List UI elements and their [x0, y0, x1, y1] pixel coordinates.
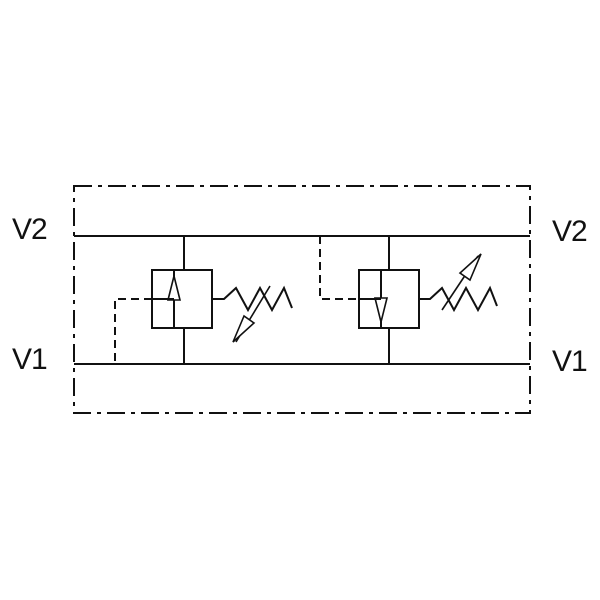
valve-left-arrowhead-icon: [168, 276, 180, 300]
port-label-v1-right: V1: [552, 345, 588, 378]
valve-right-spring-icon: [419, 288, 497, 310]
valve-left-adjust-arrowhead-icon: [233, 316, 254, 342]
valve-left: [115, 236, 292, 364]
valve-left-pilot-line: [115, 299, 152, 364]
valve-right-adjust-arrowhead-icon: [460, 254, 481, 280]
port-label-v2-right: V2: [552, 215, 588, 248]
valve-left-spring-icon: [212, 288, 292, 310]
valve-right-pilot-line: [320, 236, 359, 299]
valve-right-arrowhead-icon: [375, 298, 387, 322]
port-label-v2-left: V2: [12, 213, 48, 246]
port-label-v1-left: V1: [12, 343, 48, 376]
housing-boundary: [74, 186, 530, 413]
valve-right: [320, 236, 497, 364]
